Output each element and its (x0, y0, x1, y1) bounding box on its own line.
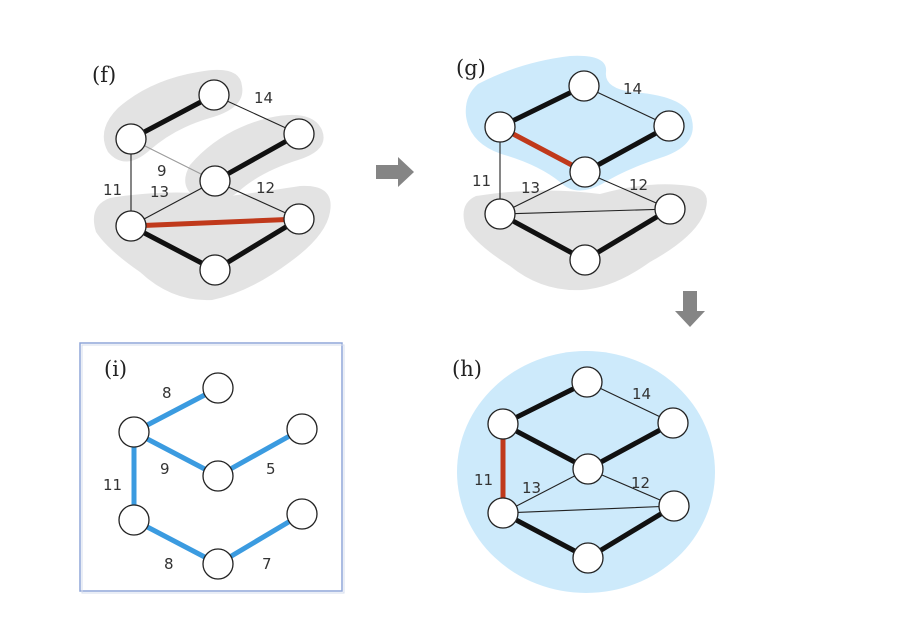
cluster-gray (463, 184, 707, 291)
edge-weight-label: 13 (522, 479, 541, 497)
edge-weight-label: 7 (262, 555, 272, 573)
graph-node (572, 542, 604, 574)
graph-node (286, 498, 318, 530)
graph-node (654, 193, 686, 225)
edge (585, 503, 677, 561)
graph-node (568, 70, 600, 102)
edge (130, 180, 216, 227)
edge-weight-label: 14 (632, 385, 651, 403)
edge (583, 85, 670, 127)
panel-label: (i) (104, 357, 127, 381)
edge (215, 511, 305, 567)
edge-weight-label: 9 (157, 162, 167, 180)
arrow-right-icon (376, 157, 414, 187)
graph-node (484, 198, 516, 230)
edge (500, 421, 591, 472)
edge (582, 123, 672, 175)
edge (502, 468, 589, 514)
edge-weight-label: 12 (631, 474, 650, 492)
edge-weight-label: 11 (103, 181, 122, 199)
edge (497, 211, 588, 263)
edge-weight-label: 11 (472, 172, 491, 190)
graph-node (283, 203, 315, 235)
graph-node (572, 453, 604, 485)
edge-weight-label: 11 (103, 476, 122, 494)
panel-f: (f) 14 9 11 13 12 (92, 63, 331, 301)
graph-node (487, 408, 519, 440)
edge-weight-label: 13 (521, 179, 540, 197)
edge (212, 131, 302, 184)
graph-node (202, 548, 234, 580)
edge-weight-label: 8 (162, 384, 172, 402)
graph-node (657, 407, 689, 439)
panel-h: (h) 14 11 13 12 (452, 351, 715, 593)
panel-g: (g) 14 11 13 12 (456, 55, 707, 291)
edge-highlighted (128, 216, 302, 229)
edge (212, 216, 302, 273)
edge (131, 429, 221, 479)
graph-node (198, 79, 230, 111)
panel-i: (i) 8 9 5 11 8 7 (79, 342, 345, 594)
edge (130, 138, 216, 182)
edge (215, 426, 305, 479)
edge (586, 381, 674, 424)
edge (499, 208, 671, 215)
edge-weight-label: 11 (474, 471, 493, 489)
graph-node (199, 165, 231, 197)
panel-frame-shadow (81, 344, 345, 594)
graph-node (115, 123, 147, 155)
graph-node (202, 460, 234, 492)
edge (131, 385, 221, 435)
edge (500, 510, 591, 561)
graph-node (569, 156, 601, 188)
edge-weight-label: 14 (254, 89, 273, 107)
graph-node (286, 413, 318, 445)
graph-node (487, 497, 519, 529)
edge (128, 92, 217, 142)
graph-node (115, 210, 147, 242)
edge-weight-label: 5 (266, 460, 276, 478)
graph-node (202, 372, 234, 404)
edge-weight-label: 13 (150, 183, 169, 201)
graph-node (653, 110, 685, 142)
graph-node (658, 490, 690, 522)
panel-label: (g) (456, 56, 486, 80)
edge-weight-label: 8 (164, 555, 174, 573)
edge (128, 223, 218, 273)
edge (582, 206, 673, 263)
edge (131, 517, 221, 567)
graph-node (569, 244, 601, 276)
graph-node (283, 118, 315, 150)
graph-node (571, 366, 603, 398)
graph-node (118, 504, 150, 536)
graph-node (118, 416, 150, 448)
edge-weight-label: 9 (160, 460, 170, 478)
edge (499, 171, 586, 215)
edge (500, 379, 590, 427)
graph-node (484, 111, 516, 143)
panel-label: (h) (452, 357, 482, 381)
cluster-blue (465, 55, 693, 191)
panel-label: (f) (92, 63, 116, 87)
arrow-down-icon (675, 291, 705, 327)
edge-weight-label: 12 (256, 179, 275, 197)
edge-weight-label: 12 (629, 176, 648, 194)
edge (585, 420, 676, 472)
graph-node (199, 254, 231, 286)
edge-highlighted (497, 124, 588, 175)
edge (502, 505, 675, 514)
edge-weight-label: 14 (623, 80, 642, 98)
